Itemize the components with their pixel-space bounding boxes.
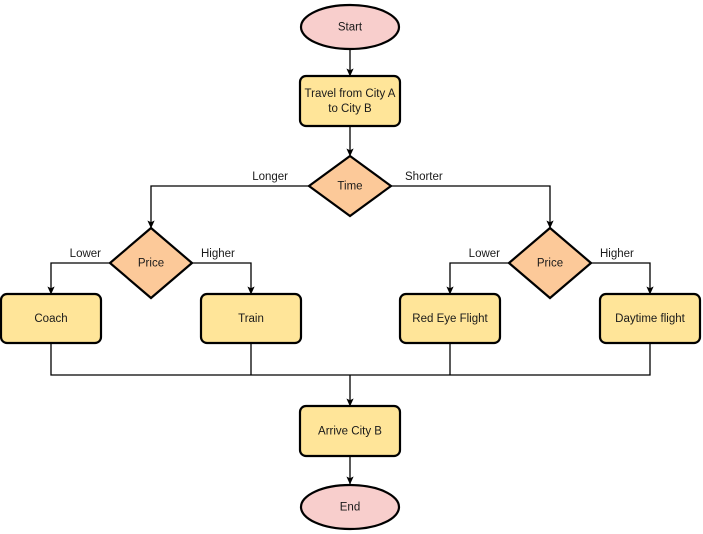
- time-diamond[interactable]: [307, 154, 393, 218]
- price-left-diamond[interactable]: [108, 226, 194, 300]
- edge-price-right-lower-to-red-eye-flight: [446, 262, 509, 295]
- train-rect[interactable]: [199, 292, 303, 345]
- edge-price-right-higher-to-daytime-flight: [591, 262, 654, 295]
- edge-daytime-flight-to-merge: [350, 343, 651, 376]
- arrive-label: Arrive City B: [318, 426, 382, 438]
- coach-label: Coach: [34, 313, 67, 325]
- edge-label-time-shorter: Shorter: [405, 171, 443, 183]
- travel-rect[interactable]: [298, 74, 402, 128]
- travel-label-line2: to City B: [328, 103, 372, 115]
- price-right-diamond[interactable]: [507, 226, 593, 300]
- edge-time-longer-to-price-left: [147, 185, 309, 229]
- node-price-right[interactable]: Price: [507, 226, 593, 300]
- node-travel[interactable]: Travel from City A to City B: [298, 74, 402, 128]
- edge-label-price-left-higher: Higher: [201, 248, 235, 260]
- daytime-flight-rect[interactable]: [598, 292, 702, 345]
- end-ellipse[interactable]: [299, 483, 401, 531]
- red-eye-flight-label: Red Eye Flight: [412, 313, 488, 325]
- edge-coach-to-merge: [50, 343, 350, 376]
- coach-rect[interactable]: [0, 292, 103, 345]
- price-left-label: Price: [138, 258, 164, 270]
- travel-label-line1: Travel from City A: [305, 88, 396, 100]
- start-ellipse[interactable]: [299, 3, 401, 51]
- node-arrive[interactable]: Arrive City B: [298, 404, 402, 458]
- red-eye-flight-rect[interactable]: [398, 292, 502, 345]
- node-red-eye-flight[interactable]: Red Eye Flight: [398, 292, 502, 345]
- node-start[interactable]: Start: [299, 3, 401, 51]
- node-train[interactable]: Train: [199, 292, 303, 345]
- node-price-left[interactable]: Price: [108, 226, 194, 300]
- end-label: End: [340, 502, 360, 514]
- time-label: Time: [337, 181, 362, 193]
- edge-price-left-lower-to-coach: [47, 262, 110, 295]
- edge-label-price-left-lower: Lower: [70, 248, 101, 260]
- edge-label-time-longer: Longer: [252, 171, 288, 183]
- edge-label-price-right-higher: Higher: [600, 248, 634, 260]
- arrive-rect[interactable]: [298, 404, 402, 458]
- node-daytime-flight[interactable]: Daytime flight: [598, 292, 702, 345]
- train-label: Train: [238, 313, 264, 325]
- edges-layer: [47, 49, 654, 485]
- start-label: Start: [338, 22, 363, 34]
- edge-price-left-higher-to-train: [192, 262, 255, 295]
- node-end[interactable]: End: [299, 483, 401, 531]
- node-coach[interactable]: Coach: [0, 292, 103, 345]
- edge-time-shorter-to-price-right: [391, 185, 554, 229]
- node-time[interactable]: Time: [307, 154, 393, 218]
- edge-label-price-right-lower: Lower: [469, 248, 500, 260]
- price-right-label: Price: [537, 258, 563, 270]
- daytime-flight-label: Daytime flight: [615, 313, 685, 325]
